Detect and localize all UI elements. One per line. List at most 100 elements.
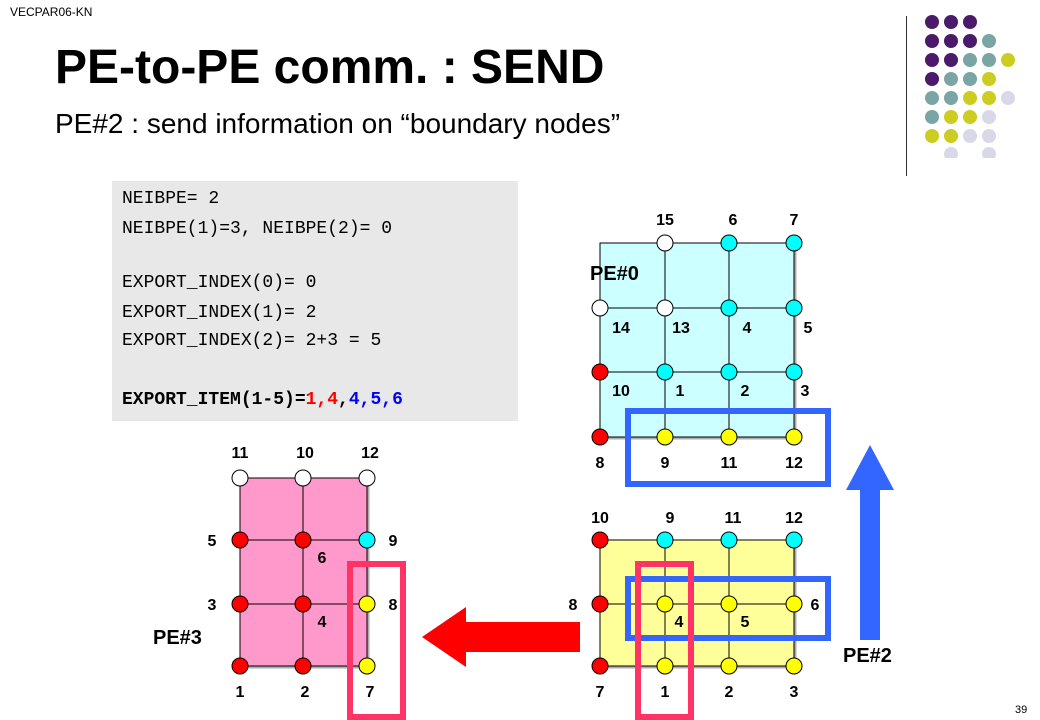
pe0-fill: [599, 242, 795, 438]
code-line-export-item: EXPORT_ITEM(1-5)=1,4,4,5,6: [122, 390, 403, 410]
pe3-node-white: [231, 469, 249, 487]
pe2-node-label: 10: [591, 510, 609, 527]
pe3-node-label: 10: [296, 445, 314, 462]
pe0-node-cyan: [656, 363, 674, 381]
pe3-node-cyan: [358, 531, 376, 549]
pe2-node-yellow: [656, 657, 674, 675]
pe3-node-label: 8: [389, 597, 398, 614]
pe3-node-label: 2: [301, 684, 310, 701]
pe2-node-label: 7: [596, 684, 605, 701]
pe2-node-label: 4: [675, 614, 684, 631]
pe0-node-label: 2: [741, 383, 750, 400]
pe3-node-label: 4: [318, 614, 327, 631]
pe3-node-label: 1: [236, 684, 245, 701]
pe2-node-label: 8: [569, 597, 578, 614]
pe3-node-label: 9: [389, 533, 398, 550]
pe2-node-label: 11: [725, 510, 742, 527]
pe0-node-label: 12: [785, 455, 803, 472]
pe0-node-label: 10: [612, 383, 630, 400]
pe0-node-cyan: [785, 234, 803, 252]
pe0-node-label: 14: [612, 320, 630, 337]
pe3-nodes: [231, 469, 376, 675]
pe3-node-yellow: [358, 595, 376, 613]
pe0-node-yellow: [656, 428, 674, 446]
code-line-export-index-0: EXPORT_INDEX(0)= 0: [122, 273, 317, 293]
pe0-node-label: 3: [801, 383, 810, 400]
code-line-neibpe-values: NEIBPE(1)=3, NEIBPE(2)= 0: [122, 219, 393, 239]
pe2-node-cyan: [656, 531, 674, 549]
pe3-node-white: [358, 469, 376, 487]
code-box: NEIBPE= 2 NEIBPE(1)=3, NEIBPE(2)= 0 EXPO…: [112, 181, 518, 421]
pe0-nodes: [591, 234, 803, 446]
pe2-blue-frame: [625, 576, 831, 641]
pe0-node-cyan: [785, 363, 803, 381]
pe0-node-label: 13: [672, 320, 690, 337]
pe0-node-yellow: [720, 428, 738, 446]
decorative-dot-logo: [925, 15, 1015, 158]
pe0-node-label: 1: [676, 383, 685, 400]
pe3-node-red: [294, 657, 312, 675]
pe0-label: PE#0: [590, 263, 639, 285]
pe0-mesh: 15 6 7 14 13 4 5 10 1 2 3 8 9 11 12: [590, 212, 831, 487]
export-item-comma: ,: [338, 390, 349, 410]
pe0-node-label: 6: [729, 212, 738, 229]
pe0-node-label: 7: [790, 212, 799, 229]
header-tag: VECPAR06-KN: [10, 5, 93, 19]
pe3-node-label: 11: [232, 445, 249, 462]
pe2-node-yellow: [656, 595, 674, 613]
pe0-node-yellow: [785, 428, 803, 446]
pe0-node-white: [591, 299, 609, 317]
pe0-node-red: [591, 428, 609, 446]
pe3-magenta-frame: [347, 561, 406, 720]
pe2-node-red: [591, 595, 609, 613]
pe2-node-yellow: [785, 595, 803, 613]
pe0-node-white: [656, 234, 674, 252]
pe3-node-label: 3: [208, 597, 217, 614]
pe2-node-red: [591, 531, 609, 549]
pe0-node-cyan: [720, 299, 738, 317]
pe0-blue-frame: [625, 408, 831, 487]
pe3-node-label: 7: [366, 684, 375, 701]
pe2-nodes: [591, 531, 803, 675]
pe3-node-red: [294, 595, 312, 613]
export-item-prefix: EXPORT_ITEM(1-5)=: [122, 390, 306, 410]
pe2-node-label: 3: [790, 684, 799, 701]
send-arrow-left: [422, 607, 580, 667]
pe0-node-red: [591, 363, 609, 381]
pe2-node-red: [591, 657, 609, 675]
pe2-node-yellow: [720, 657, 738, 675]
send-arrow-up: [846, 445, 894, 640]
pe2-node-cyan: [720, 531, 738, 549]
pe0-node-label: 15: [656, 212, 674, 229]
export-item-red-values: 1,4: [305, 390, 339, 410]
pe3-node-white: [294, 469, 312, 487]
pe2-node-label: 12: [785, 510, 803, 527]
pe0-node-white: [656, 299, 674, 317]
pe2-mesh: 10 9 11 12 8 4 5 6 7 1 2 3 PE#2: [569, 510, 892, 720]
code-line-export-index-2: EXPORT_INDEX(2)= 2+3 = 5: [122, 331, 382, 351]
pe3-node-label: 5: [208, 533, 217, 550]
pe2-node-yellow: [785, 657, 803, 675]
pe2-node-label: 5: [741, 614, 750, 631]
pe0-node-label: 8: [596, 455, 605, 472]
pe0-grid: [600, 243, 794, 437]
pe3-label: PE#3: [153, 627, 202, 649]
pe0-node-cyan: [720, 234, 738, 252]
pe0-node-label: 11: [721, 455, 738, 472]
pe2-label: PE#2: [843, 645, 892, 667]
pe2-node-cyan: [785, 531, 803, 549]
pe3-node-red: [231, 531, 249, 549]
export-item-blue-values: 4,5,6: [348, 390, 403, 410]
pe0-node-cyan: [720, 363, 738, 381]
code-line-export-index-1: EXPORT_INDEX(1)= 2: [122, 303, 317, 323]
decorative-divider: [906, 16, 907, 176]
pe3-mesh: 11 10 12 5 6 9 3 4 8 1 2 7 PE#3: [153, 445, 406, 720]
slide-title: PE-to-PE comm. : SEND: [55, 41, 605, 94]
pe2-node-label: 2: [725, 684, 734, 701]
pe2-node-label: 1: [661, 684, 670, 701]
pe2-fill: [599, 539, 795, 667]
slide-subtitle: PE#2 : send information on “boundary nod…: [55, 108, 621, 139]
pe3-node-label: 6: [318, 550, 327, 567]
pe0-node-cyan: [785, 299, 803, 317]
